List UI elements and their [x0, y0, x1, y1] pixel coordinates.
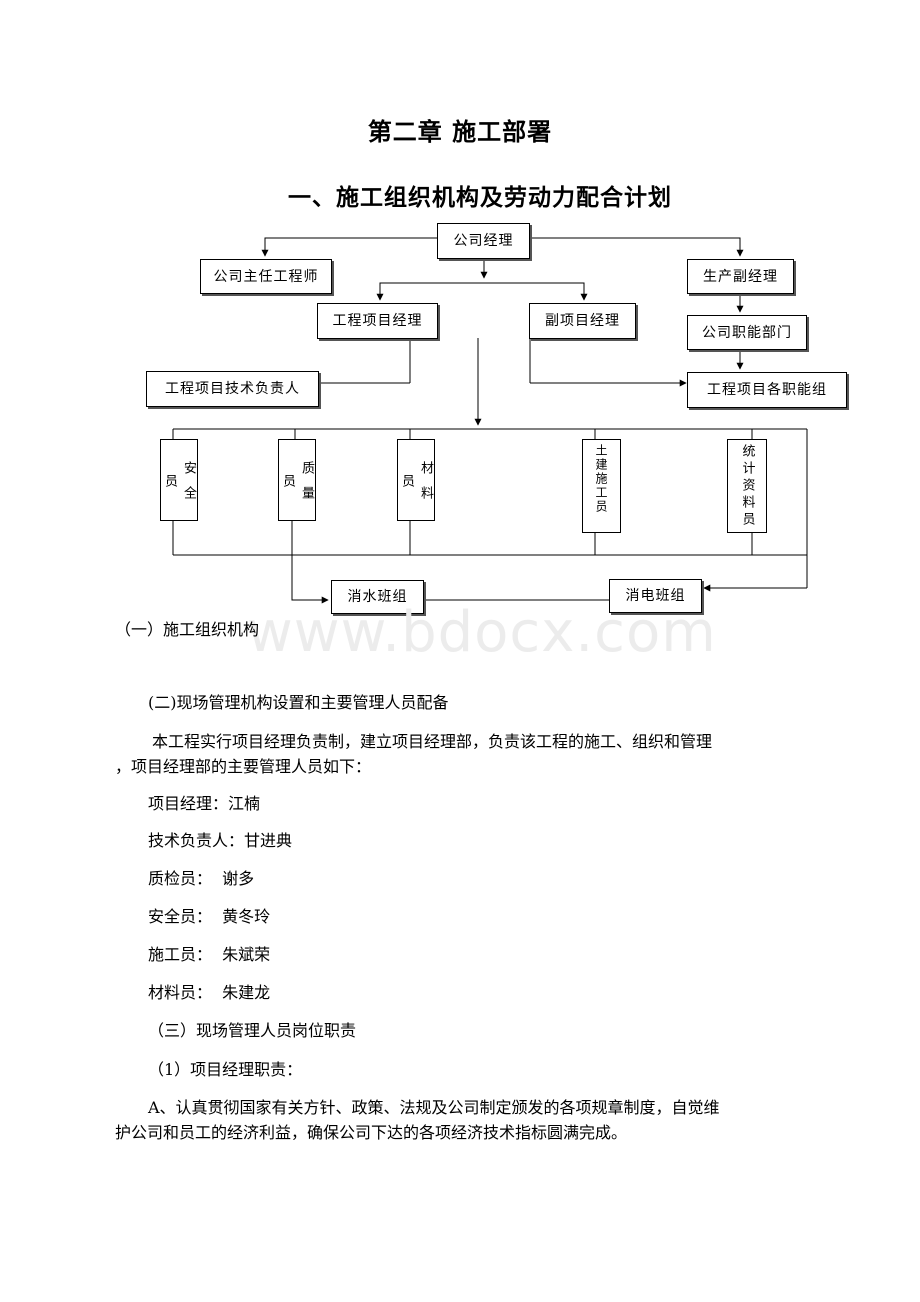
construction-officer-box: 土建施工员: [582, 439, 621, 533]
functional-groups-box: 工程项目各职能组: [687, 372, 847, 408]
electrical-team-box: 消电班组: [609, 579, 702, 613]
deputy-pm-box: 副项目经理: [529, 303, 636, 339]
paragraph-line: ，项目经理部的主要管理人员如下：: [115, 757, 372, 776]
paragraph-line: 护公司和员工的经济利益，确保公司下达的各项经济技术指标圆满完成。: [115, 1123, 628, 1142]
quality-officer-box: 质量员: [278, 439, 316, 521]
chapter-title: 第二章 施工部署: [367, 117, 553, 146]
materials-officer-box: 材料员: [397, 439, 435, 521]
production-vp-box: 生产副经理: [687, 259, 794, 294]
paragraph-line: 本工程实行项目经理负责制，建立项目经理部，负责该工程的施工、组织和管理: [152, 732, 713, 751]
heading-management-setup: (二)现场管理机构设置和主要管理人员配备: [148, 693, 449, 712]
plumbing-team-box: 消水班组: [331, 580, 424, 614]
company-manager-box: 公司经理: [437, 223, 530, 259]
staff-line: 技术负责人：甘进典: [148, 831, 293, 850]
paragraph-line: A、认真贯彻国家有关方针、政策、法规及公司制定颁发的各项规章制度，自觉维: [148, 1098, 720, 1117]
staff-line: 安全员： 黄冬玲: [148, 907, 271, 926]
project-manager-box: 工程项目经理: [317, 303, 438, 339]
caption-org-structure: （一）施工组织机构: [115, 620, 260, 639]
heading-pm-duties: （1）项目经理职责：: [148, 1060, 303, 1079]
chief-engineer-box: 公司主任工程师: [200, 259, 332, 294]
staff-line: 材料员： 朱建龙: [148, 983, 271, 1002]
statistics-officer-box: 统计资料员: [727, 439, 767, 533]
staff-line: 质检员： 谢多: [148, 869, 255, 888]
company-departments-box: 公司职能部门: [687, 315, 807, 350]
staff-line: 施工员： 朱斌荣: [148, 945, 271, 964]
section-title: 一、施工组织机构及劳动力配合计划: [288, 184, 672, 211]
safety-officer-box: 安全员: [160, 439, 198, 521]
tech-lead-box: 工程项目技术负责人: [146, 371, 319, 407]
org-chart-connectors: [172, 237, 808, 604]
heading-duties: （三）现场管理人员岗位职责: [148, 1021, 357, 1040]
staff-line: 项目经理：江楠: [148, 794, 261, 813]
